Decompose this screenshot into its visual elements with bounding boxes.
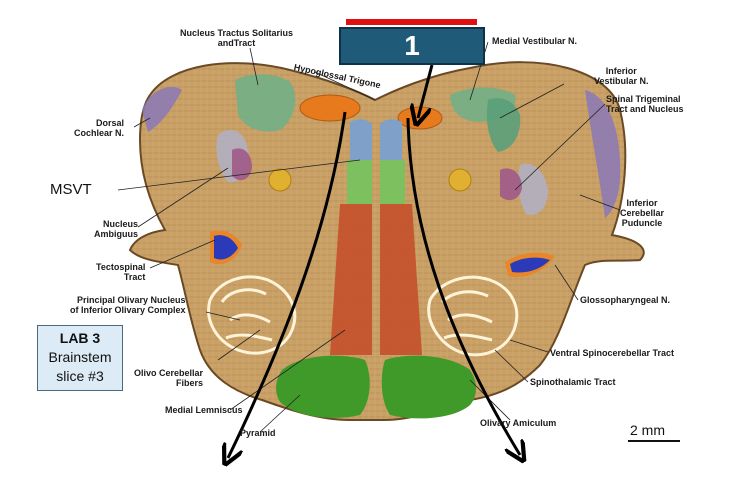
label-olivary-amiculum: Olivary Amiculum <box>480 418 557 428</box>
marker-box: 1 <box>339 27 485 65</box>
pyramid-right <box>381 355 476 419</box>
ventral-spinocerebellar-right-core <box>510 257 550 273</box>
label-principal-olivary: Principal Olivary Nucleus of Inferior Ol… <box>70 295 186 315</box>
label-inferior-vestibular: Inferior Vestibular N. <box>594 66 649 86</box>
nucleus-ambiguus-right <box>448 168 472 192</box>
arrow-right <box>406 117 520 455</box>
hypoglossal-nucleus-left <box>299 94 361 122</box>
solitary-tract-right <box>500 168 522 201</box>
lab-info-box: LAB 3 Brainstem slice #3 <box>37 325 123 391</box>
pyramid-left <box>276 355 370 418</box>
label-ventral-spinocerebellar: Ventral Spinocerebellar Tract <box>550 348 675 358</box>
label-nts: Nucleus Tractus Solitarius andTract <box>180 28 294 48</box>
label-spinothalamic: Spinothalamic Tract <box>530 377 616 387</box>
label-nucleus-ambiguus: Nucleus Ambiguus <box>94 219 138 239</box>
mlf-left <box>350 119 372 160</box>
tectospinal-left <box>347 160 372 204</box>
medial-lemniscus-right <box>380 204 422 355</box>
arrow-marker <box>418 64 434 118</box>
olivary-nucleus-left <box>207 275 297 355</box>
marker-red-bar <box>346 19 477 25</box>
label-medial-lemniscus: Medial Lemniscus <box>165 405 243 415</box>
lab-line-1: Brainstem <box>48 349 112 365</box>
lab-title: LAB 3 <box>59 330 101 346</box>
olivary-nucleus-right <box>427 275 519 357</box>
label-dorsal-cochlear: Dorsal Cochlear N. <box>74 118 125 138</box>
label-spinal-trigeminal: Spinal Trigeminal Tract and Nucleus <box>606 94 684 114</box>
tectospinal-right <box>380 160 405 204</box>
label-pyramid: Pyramid <box>240 428 276 438</box>
scale-bar <box>628 440 680 442</box>
inferior-cerebellar-peduncle <box>585 90 621 218</box>
nts-left <box>235 74 296 132</box>
scale-label: 2 mm <box>630 422 665 438</box>
label-inferior-cerebellar: Inferior Cerebellar Puduncle <box>620 198 665 228</box>
ventral-spinocerebellar-left-core <box>214 235 238 260</box>
label-glossopharyngeal: Glossopharyngeal N. <box>580 295 671 305</box>
mlf-right <box>380 119 402 160</box>
medial-lemniscus-left <box>330 204 372 355</box>
lab-line-2: slice #3 <box>56 368 104 384</box>
label-tectospinal: Tectospinal Tract <box>96 262 146 282</box>
dorsal-cochlear-nucleus <box>142 86 182 132</box>
spinal-trigeminal-right <box>518 163 548 215</box>
nucleus-ambiguus-left <box>268 168 292 192</box>
arrow-left <box>228 111 347 458</box>
label-medial-vestibular: Medial Vestibular N. <box>492 36 578 46</box>
solitary-tract-left <box>232 148 252 181</box>
label-msvt: MSVT <box>50 181 92 198</box>
label-olivocerebellar: Olivo Cerebellar Fibers <box>134 368 204 388</box>
